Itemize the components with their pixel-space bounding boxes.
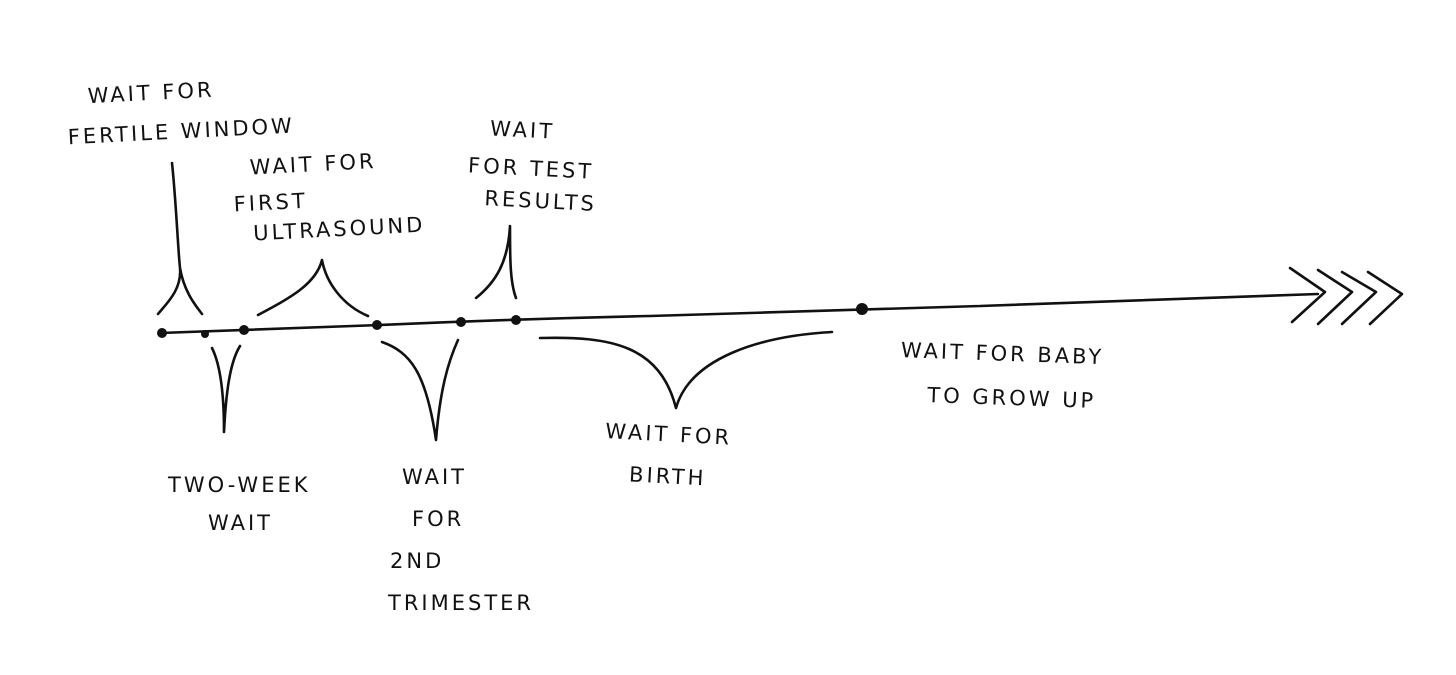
milestone-dot: [157, 328, 167, 338]
label-grow-up: WAIT FOR BABY TO GROW UP: [899, 338, 1114, 413]
spike-birth: [538, 330, 834, 410]
label-first-ultrasound-line1: WAIT FOR: [249, 149, 377, 180]
spike-test-results: [474, 224, 518, 300]
milestone-dot: [239, 325, 249, 335]
label-test-results-line2: FOR TEST: [468, 153, 595, 184]
label-second-trimester-line4: TRIMESTER: [387, 591, 534, 615]
milestone-dot: [511, 315, 521, 325]
label-test-results-line1: WAIT: [489, 116, 555, 143]
arrow-chevron-1-icon: [1288, 266, 1327, 324]
label-second-trimester-line2: FOR: [412, 507, 464, 531]
label-second-trimester-line1: WAIT: [402, 465, 467, 489]
label-first-ultrasound-line2: FIRST: [233, 189, 308, 217]
label-test-results-line3: RESULTS: [484, 186, 598, 216]
milestone-dot: [201, 330, 209, 338]
label-first-ultrasound-line3: ULTRASOUND: [253, 213, 426, 246]
spike-second-trimester: [380, 338, 460, 442]
label-fertile-window: WAIT FOR FERTILE WINDOW: [65, 74, 295, 150]
arrow-chevron-4-icon: [1366, 270, 1404, 326]
label-grow-up-line2: TO GROW UP: [926, 383, 1097, 413]
spike-fertile-window: [156, 161, 204, 316]
timeline-axis: [158, 292, 1320, 335]
milestone-dot: [856, 303, 868, 315]
label-grow-up-line1: WAIT FOR BABY: [901, 338, 1105, 369]
label-first-ultrasound: WAIT FOR FIRST ULTRASOUND: [231, 147, 426, 247]
arrow-chevron-3-icon: [1340, 270, 1378, 326]
label-birth-line2: BIRTH: [629, 462, 707, 490]
milestone-dot: [456, 317, 466, 327]
label-fertile-window-line2: FERTILE WINDOW: [67, 113, 295, 149]
spike-first-ultrasound: [256, 258, 370, 318]
label-birth: WAIT FOR BIRTH: [603, 419, 743, 492]
label-second-trimester-line3: 2ND: [390, 549, 444, 573]
label-two-week-wait-line2: WAIT: [208, 511, 273, 535]
label-two-week-wait-line1: TWO-WEEK: [167, 473, 311, 497]
label-birth-line1: WAIT FOR: [605, 419, 733, 450]
label-two-week-wait: TWO-WEEK WAIT: [167, 473, 320, 535]
spike-two-week-wait: [210, 344, 242, 434]
label-fertile-window-line1: WAIT FOR: [87, 78, 215, 109]
label-test-results: WAIT FOR TEST RESULTS: [466, 115, 607, 216]
milestone-dot: [372, 320, 382, 330]
arrow-chevron-2-icon: [1316, 268, 1354, 326]
label-second-trimester: WAIT FOR 2ND TRIMESTER: [387, 465, 534, 615]
